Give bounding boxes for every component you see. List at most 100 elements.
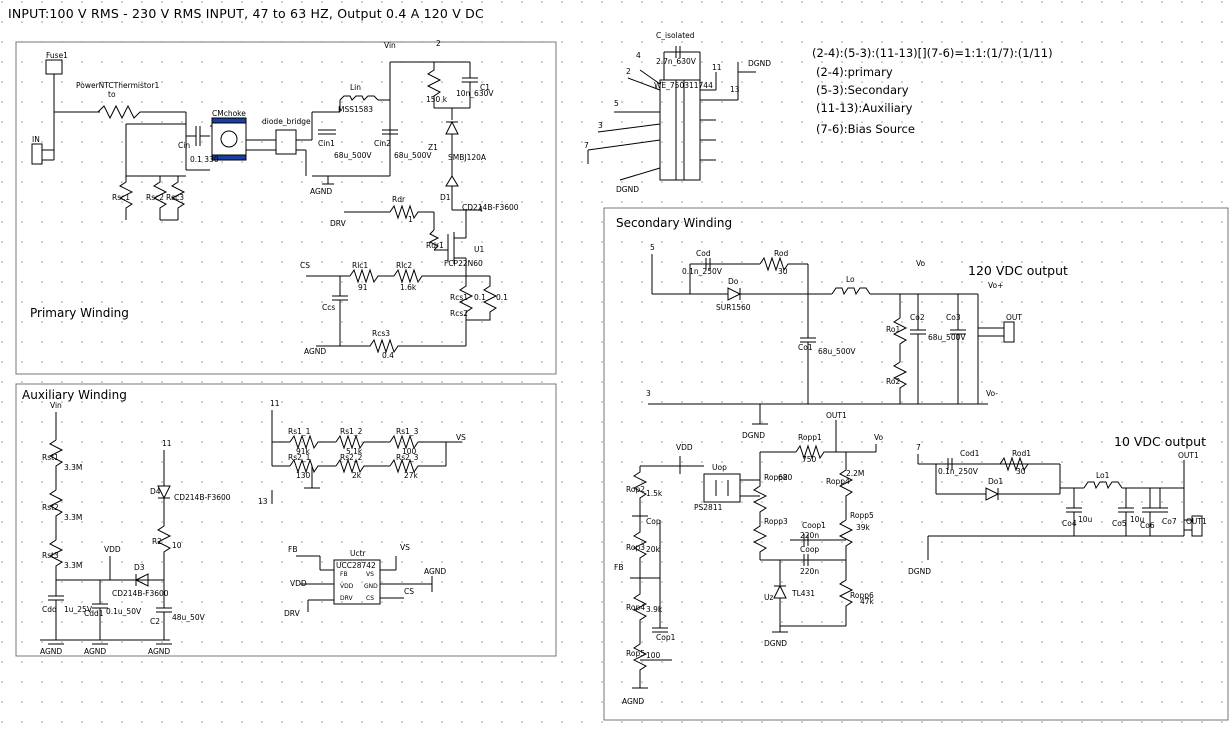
c-iso-label: C_isolated	[656, 31, 695, 40]
c2-value: 48u_50V	[172, 613, 206, 622]
transformer-wires	[587, 46, 756, 181]
xfmr-pin11: 11	[712, 63, 722, 72]
rcs3-value: 0.4	[382, 351, 394, 360]
uctr-pin-cs: CS	[366, 595, 374, 602]
drv-label-uctr: DRV	[284, 609, 301, 618]
xfmr-pin5: 5	[614, 99, 619, 108]
ropp1-label: Ropp1	[798, 433, 822, 442]
ntc-label: PowerNTCThermistor1	[76, 81, 159, 90]
rop4-value: 3.9k	[646, 605, 663, 614]
c-iso-value: 2.7n_630V	[656, 57, 697, 66]
d3-label: D3	[134, 563, 145, 572]
uctr-pin-vdd: VDD	[340, 583, 354, 590]
vo-plus-label: Vo+	[988, 281, 1003, 290]
coop-label: Coop	[800, 545, 819, 554]
vo-label: Vo	[916, 259, 926, 268]
ropp4-label: Ropp4	[826, 477, 850, 486]
transformer-primary-note: (2-4):primary	[816, 65, 893, 79]
cop-label: Cop	[646, 517, 661, 526]
uctr-pin-drv: DRV	[340, 595, 353, 602]
lin-value: MSS1583	[338, 105, 373, 114]
rs1-3-value: 100	[402, 447, 417, 456]
co1-value: 68u_500V	[818, 347, 856, 356]
c10n-label: 10n_630V	[456, 89, 494, 98]
co4-value: 10u	[1078, 515, 1093, 524]
cod-label: Cod	[696, 249, 711, 258]
co5-label: Co5	[1112, 519, 1127, 528]
vs-pin13: 13	[258, 497, 268, 506]
rdr-value: 1	[408, 215, 413, 224]
input-connector	[31, 143, 43, 165]
r2-label: R2	[152, 537, 162, 546]
co3-label: Co3	[946, 313, 961, 322]
auxiliary-frame	[15, 383, 557, 657]
transformer-bias-note: (7-6):Bias Source	[816, 122, 915, 136]
ropp3-label: Ropp3	[764, 517, 788, 526]
xfmr-pin2: 2	[626, 67, 631, 76]
auxiliary-wires	[40, 410, 462, 645]
rlc1-value: 91	[358, 283, 368, 292]
xfmr-pin3: 3	[598, 121, 603, 130]
xfmr-pin13: 13	[730, 85, 740, 94]
aux-vin-label: Vin	[50, 401, 62, 410]
co7-label: Co7	[1162, 517, 1177, 526]
do1-label: Do1	[988, 477, 1003, 486]
rsc2-label: Rsc2	[146, 193, 164, 202]
ro1-label: Ro1	[886, 325, 900, 334]
uop-value: PS2811	[694, 503, 723, 512]
z1-value: SMBJ120A	[448, 153, 487, 162]
rop4-label: Rop4	[626, 603, 645, 612]
co6-label: Co6	[1140, 521, 1155, 530]
in-connector-label: IN	[32, 135, 40, 144]
rs1-2-value: 5.1k	[346, 447, 363, 456]
fuse-label: Fuse1	[46, 51, 68, 60]
transformer-auxiliary-note: (11-13):Auxiliary	[816, 101, 913, 115]
co5-value: 10u	[1130, 515, 1145, 524]
dgnd-label-sec: DGND	[742, 431, 765, 440]
coop-value: 220n	[800, 567, 819, 576]
aux-pin11: 11	[162, 439, 172, 448]
uctr-pin-gnd: GND	[364, 583, 378, 590]
co1-label: Co1	[798, 343, 813, 352]
vs-label: VS	[456, 433, 466, 442]
r2-value: 10	[172, 541, 182, 550]
ropp2-value: 680	[778, 473, 793, 482]
rdr1-label: Rdr1	[426, 241, 444, 250]
agnd-label-aux3: AGND	[148, 647, 170, 656]
auxiliary-section-title: Auxiliary Winding	[22, 388, 127, 402]
d4-value: CD214B-F3600	[174, 493, 231, 502]
rs1-2-label: Rs1_2	[340, 427, 363, 436]
d1-value: CD214B-F3600	[462, 203, 519, 212]
primary-section-title: Primary Winding	[30, 306, 129, 320]
ntc-value: to	[108, 90, 116, 99]
ropp5-label: Ropp5	[850, 511, 874, 520]
cs-label-uctr: CS	[404, 587, 414, 596]
ro2-label: Ro2	[886, 377, 900, 386]
rod1-value: 30	[1016, 467, 1026, 476]
rs2-1-value: 130	[296, 471, 311, 480]
rst1-label: Rst1	[42, 453, 59, 462]
vdd-label-uctr: VDD	[290, 579, 307, 588]
uop-label: Uop	[712, 463, 727, 472]
pin2-label: 2	[436, 39, 441, 48]
co4-label: Co4	[1062, 519, 1077, 528]
vdd-label-sec: VDD	[676, 443, 693, 452]
rs1-3-label: Rs1_3	[396, 427, 419, 436]
ropp6-label: Ropp6	[850, 591, 874, 600]
sec-pin5: 5	[650, 243, 655, 252]
do-label: Do	[728, 277, 739, 286]
z1-label: Z1	[428, 143, 438, 152]
rs2-2-label: Rs2_2	[340, 453, 363, 462]
lin-label: Lin	[350, 83, 361, 92]
ccs-label: Ccs	[322, 303, 335, 312]
rcs1-label: Rcs1	[450, 293, 468, 302]
rop2-label: Rop2	[626, 485, 645, 494]
transformer-ratio-note: (2-4):(5-3):(11-13)[](7-6)=1:1:(1/7):(1/…	[812, 46, 1053, 60]
rs2-3-value: 27k	[404, 471, 419, 480]
rop3-value: 20k	[646, 545, 661, 554]
xfmr-pin7: 7	[584, 141, 589, 150]
vin-label: Vin	[384, 41, 396, 50]
xfmr-label: WE_750311744	[654, 81, 713, 90]
